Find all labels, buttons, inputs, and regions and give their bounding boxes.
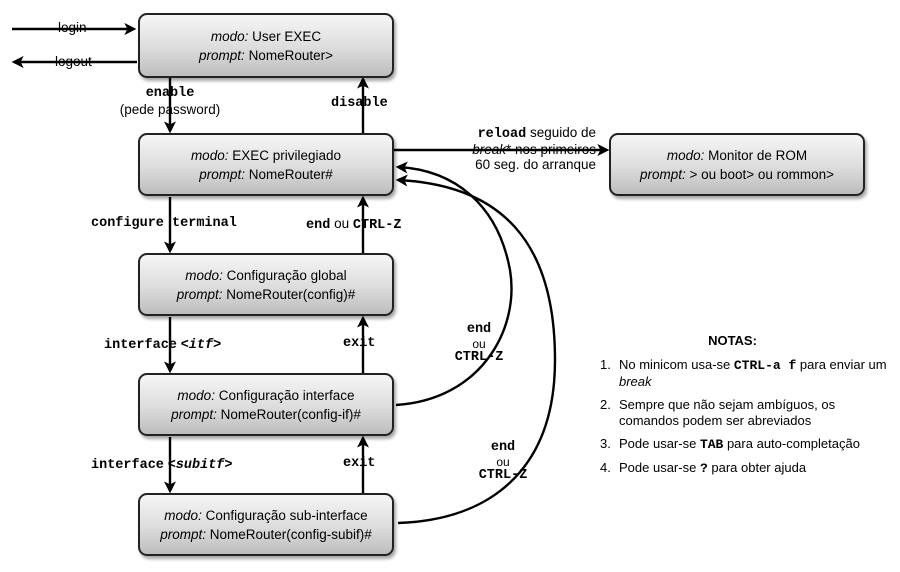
note-text-part: Pode usar-se	[619, 460, 700, 475]
note-number: 3.	[600, 436, 611, 451]
prompt-label: prompt:	[160, 526, 206, 542]
interface-label: interface <itf>	[104, 336, 221, 354]
mode-label: modo:	[666, 147, 705, 163]
note-number: 4.	[600, 460, 611, 475]
note-code: ?	[699, 461, 708, 476]
note-number: 2.	[600, 397, 611, 412]
prompt-label: prompt:	[176, 286, 223, 302]
prompt-value: NomeRouter>	[248, 47, 333, 63]
enable-label: enable (pede password)	[100, 86, 240, 118]
reload-command: reload	[477, 127, 527, 142]
mode-name: Configuração interface	[218, 387, 355, 403]
note-emphasis: break	[619, 374, 652, 389]
rom-monitor-mode-box: modo: Monitor de ROM prompt: > ou boot> …	[609, 133, 865, 196]
privileged-exec-mode-box: modo: EXEC privilegiado prompt: NomeRout…	[138, 133, 394, 196]
prompt-value: NomeRouter(config-if)#	[220, 406, 361, 422]
reload-text-2: * nos primeiros	[505, 142, 596, 157]
disable-label: disable	[331, 96, 388, 111]
mode-label: modo:	[185, 267, 223, 283]
exit-label-2: exit	[343, 456, 376, 471]
end-curve-interface	[395, 161, 513, 407]
note-code: CTRL-a f	[733, 358, 797, 373]
note-text: Pode usar-se TAB para auto-completação	[619, 436, 860, 453]
prompt-value: > ou boot> ou rommon>	[689, 166, 835, 182]
prompt-label: prompt:	[199, 47, 245, 63]
global-config-mode-box: modo: Configuração global prompt: NomeRo…	[138, 253, 394, 316]
ou-word: ou	[496, 455, 510, 469]
prompt-label: prompt:	[199, 166, 245, 182]
end-command: end	[306, 218, 331, 233]
break-word: break	[472, 142, 506, 157]
note-code: TAB	[699, 437, 724, 452]
note-item: 3. Pode usar-se TAB para auto-completaçã…	[600, 436, 895, 453]
end-command: end	[490, 440, 516, 455]
mode-label: modo:	[210, 28, 249, 44]
end-curve-subinterface	[395, 174, 557, 525]
mode-name: Monitor de ROM	[708, 147, 808, 163]
note-number: 1.	[600, 357, 611, 372]
subitf-arg: <subitf>	[167, 458, 233, 473]
itf-arg: <itf>	[180, 338, 222, 353]
reload-text-3: 60 seg. do arranque	[475, 157, 596, 172]
mode-label: modo:	[177, 387, 215, 403]
note-text: Sempre que não sejam ambíguos, os comand…	[619, 397, 836, 428]
ou-word: ou	[334, 216, 350, 231]
end-or-ctrlz-label: end ou CTRL-Z	[306, 216, 401, 234]
prompt-label: prompt:	[639, 166, 686, 182]
prompt-value: NomeRouter(config-subif)#	[209, 526, 372, 542]
login-label: login	[58, 20, 87, 35]
ctrlz-command: CTRL-Z	[454, 350, 504, 365]
subinterface-label: interface <subitf>	[91, 456, 233, 474]
mode-name: User EXEC	[252, 28, 322, 44]
prompt-label: prompt:	[171, 406, 217, 422]
note-text-part: No minicom usa-se	[619, 357, 734, 372]
logout-label: logout	[55, 54, 92, 69]
note-text-part: para auto-completação	[723, 436, 860, 451]
prompt-value: NomeRouter#	[248, 166, 333, 182]
note-item: 4. Pode usar-se ? para obter ajuda	[600, 460, 895, 477]
enable-command: enable	[145, 86, 195, 101]
end-ctrlz-label-subinterface: end ou CTRL-Z	[470, 441, 536, 483]
user-exec-mode-box: modo: User EXEC prompt: NomeRouter>	[138, 13, 394, 78]
note-text-part: para enviar um	[796, 357, 887, 372]
ou-word: ou	[472, 337, 486, 351]
note-item: 2. Sempre que não sejam ambíguos, os com…	[600, 397, 895, 429]
mode-name: Configuração sub-interface	[205, 507, 368, 523]
subinterface-config-mode-box: modo: Configuração sub-interface prompt:…	[138, 493, 394, 556]
mode-label: modo:	[164, 507, 202, 523]
mode-label: modo:	[190, 147, 229, 163]
notes-panel: NOTAS: 1. No minicom usa-se CTRL-a f par…	[600, 333, 895, 484]
ctrlz-command: CTRL-Z	[478, 468, 528, 483]
enable-note: (pede password)	[119, 102, 221, 117]
exit-label-1: exit	[343, 336, 376, 351]
note-item: 1. No minicom usa-se CTRL-a f para envia…	[600, 357, 895, 390]
note-text: Pode usar-se ? para obter ajuda	[619, 460, 806, 477]
note-text-part: Pode usar-se	[619, 436, 700, 451]
mode-name: EXEC privilegiado	[232, 147, 342, 163]
interface-command: interface	[91, 458, 164, 473]
end-command: end	[466, 322, 492, 337]
reload-label: reload seguido de break* nos primeiros 6…	[426, 125, 596, 172]
reload-text-1: seguido de	[526, 125, 596, 140]
mode-name: Configuração global	[226, 267, 347, 283]
ctrlz-command: CTRL-Z	[352, 218, 402, 233]
note-text-part: para obter ajuda	[707, 460, 807, 475]
prompt-value: NomeRouter(config)#	[226, 286, 356, 302]
end-ctrlz-label-interface: end ou CTRL-Z	[446, 323, 512, 365]
interface-config-mode-box: modo: Configuração interface prompt: Nom…	[138, 373, 394, 436]
note-text: No minicom usa-se CTRL-a f para enviar u…	[619, 357, 895, 390]
notes-title: NOTAS:	[708, 333, 757, 348]
interface-command: interface	[104, 338, 177, 353]
configure-terminal-label: configure terminal	[91, 216, 237, 231]
